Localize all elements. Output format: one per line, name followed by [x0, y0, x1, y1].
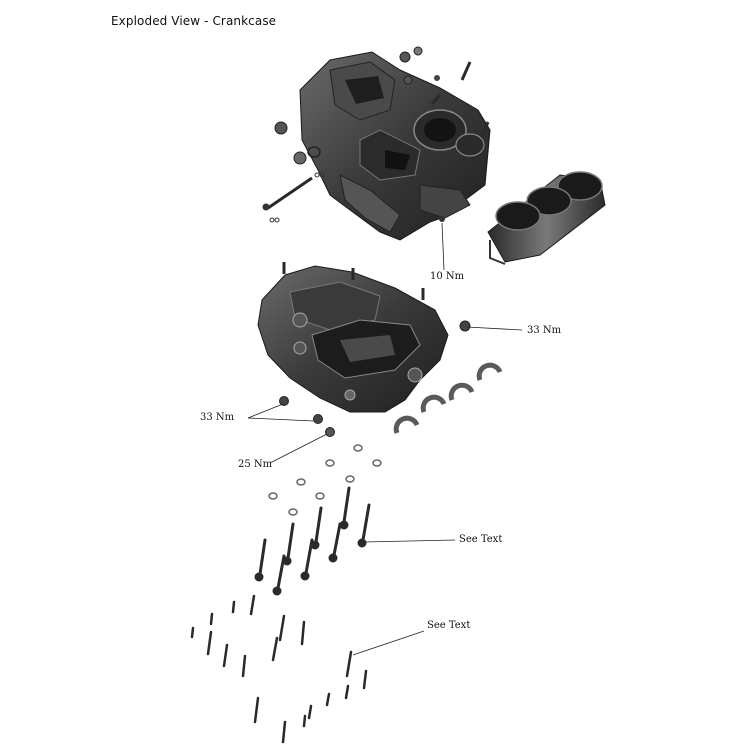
cylinder-sleeves	[487, 171, 606, 265]
page-title: Exploded View - Crankcase	[111, 14, 277, 28]
callout-long-bolts-see-text: See Text	[459, 534, 503, 545]
callout-10nm: 10 Nm	[430, 271, 465, 282]
callout-25nm: 25 Nm	[238, 459, 273, 470]
leader-25nm	[269, 433, 328, 464]
long-crankcase-bolts	[254, 486, 371, 596]
lower-crankcase	[257, 262, 471, 437]
upper-crankcase	[262, 46, 491, 241]
leader-lines	[247, 222, 523, 656]
bearing-shells	[393, 362, 503, 434]
short-crankcase-bolts	[190, 594, 368, 744]
callout-left-33nm: 33 Nm	[200, 412, 235, 423]
leader-10nm	[441, 222, 445, 271]
leader-short-bolts	[352, 630, 425, 656]
callout-short-bolts-see-text: See Text	[427, 620, 471, 631]
leader-long-bolts	[363, 539, 456, 543]
leader-right-33nm	[466, 326, 523, 331]
callout-right-33nm: 33 Nm	[527, 325, 562, 336]
washers	[268, 444, 382, 516]
leader-left-33nm-a	[247, 403, 284, 419]
leader-left-33nm-b	[247, 417, 315, 422]
